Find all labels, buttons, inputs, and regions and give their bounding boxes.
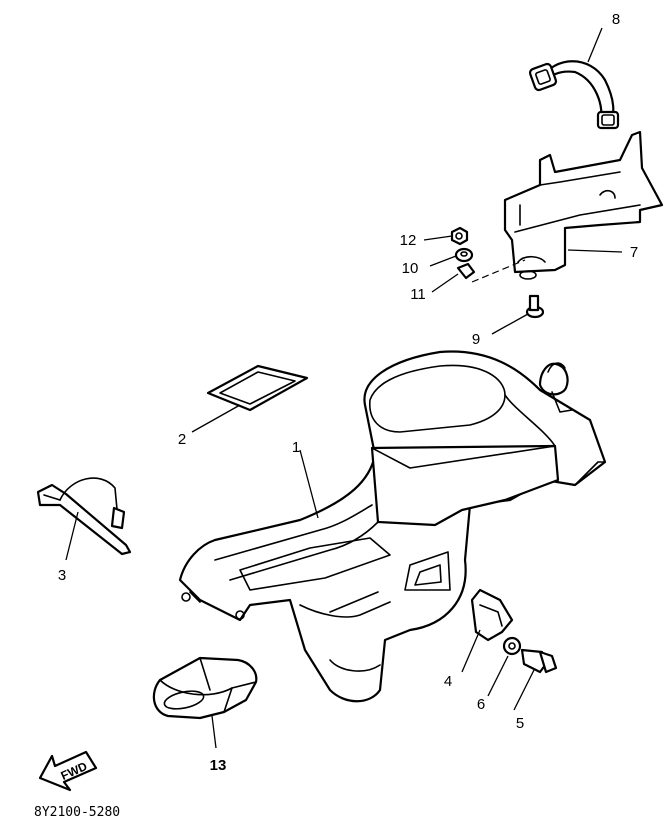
hex-bolt-part (520, 648, 558, 674)
callout-6: 6 (477, 696, 485, 713)
callout-12: 12 (400, 232, 417, 249)
callout-2: 2 (178, 431, 186, 448)
callout-10: 10 (402, 260, 419, 277)
grommet-part (456, 262, 476, 280)
callout-13: 13 (210, 757, 227, 774)
main-frame-part (178, 350, 607, 703)
callout-4: 4 (444, 673, 452, 690)
bracket-part (503, 130, 664, 280)
callout-11: 11 (410, 286, 426, 303)
washer-small-part (502, 636, 522, 656)
leader-lines (65, 27, 623, 749)
rod-part (36, 477, 132, 556)
callout-9: 9 (472, 331, 480, 348)
diagram-code: 8Y2100-5280 (34, 805, 120, 820)
strap-part (528, 60, 620, 130)
clip-part (470, 588, 514, 642)
nut-part (450, 226, 469, 246)
callout-5: 5 (516, 715, 524, 732)
callout-7: 7 (630, 244, 638, 261)
washer-part (454, 247, 474, 263)
callout-1: 1 (292, 439, 300, 456)
callout-3: 3 (58, 567, 66, 584)
pad-part (206, 364, 309, 412)
bolt-part (525, 294, 545, 319)
coupler-part (152, 656, 258, 720)
fwd-arrow-icon: FWD (38, 750, 98, 792)
callout-8: 8 (612, 11, 620, 28)
